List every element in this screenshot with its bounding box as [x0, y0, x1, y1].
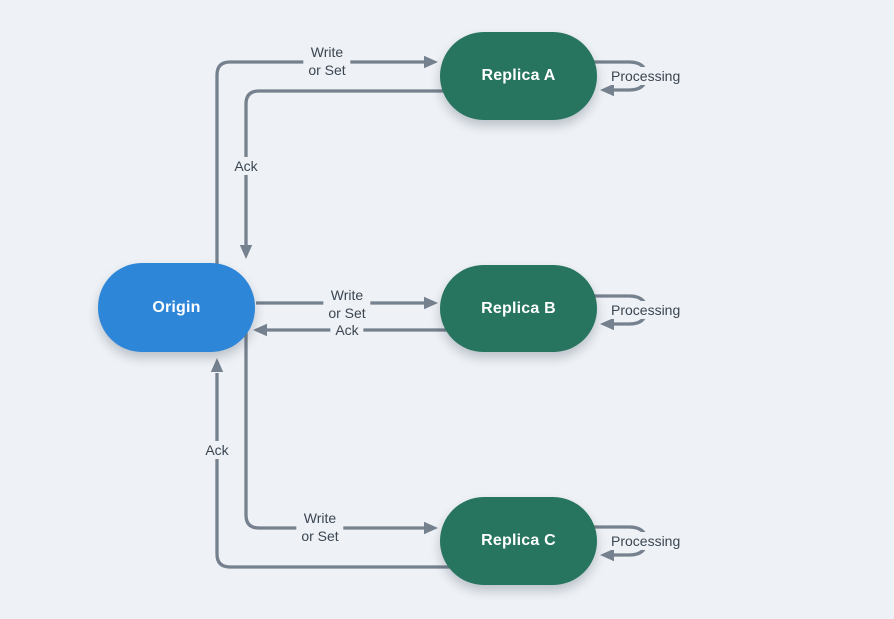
node-origin: Origin — [98, 263, 255, 352]
edge-label-ack-b: Ack — [330, 321, 364, 339]
edge-label-ack-c: Ack — [200, 441, 234, 459]
edge-label-line: Write — [310, 44, 344, 60]
edge-label-line: or Set — [308, 62, 346, 78]
node-label: Replica B — [481, 299, 556, 317]
edge-label-ack-a: Ack — [229, 157, 263, 175]
arrowhead-write-replica-b — [424, 296, 438, 310]
edge-label-write-or-set-b: Write or Set — [323, 286, 371, 322]
edge-label-line: Processing — [611, 533, 681, 549]
arrowhead-ack-origin-bottom — [210, 358, 224, 372]
edge-label-line: Write — [330, 287, 364, 303]
arrowhead-write-replica-a — [424, 55, 438, 69]
arrowhead-ack-origin-top — [239, 245, 253, 259]
edge-label-line: Processing — [611, 68, 681, 84]
edge-ack-replica-a-to-origin — [244, 89, 462, 246]
edge-label-write-or-set-c: Write or Set — [296, 509, 344, 545]
node-replica-a: Replica A — [440, 32, 597, 120]
edge-label-line: Ack — [205, 442, 229, 458]
arrowhead-processing-replica-a — [600, 83, 614, 97]
edge-label-line: Processing — [611, 302, 681, 318]
node-replica-b: Replica B — [440, 265, 597, 352]
arrowhead-ack-origin-right — [253, 323, 267, 337]
edge-label-line: Ack — [335, 322, 359, 338]
arrowhead-processing-replica-b — [600, 317, 614, 331]
edge-label-line: or Set — [301, 528, 339, 544]
edge-label-processing-b: Processing — [604, 301, 687, 319]
edge-ack-replica-c-to-origin — [215, 373, 520, 569]
edge-label-processing-a: Processing — [604, 67, 687, 85]
arrowhead-processing-replica-c — [600, 548, 614, 562]
edge-write-origin-to-replica-c — [244, 333, 425, 530]
edge-write-origin-to-replica-a — [215, 60, 425, 264]
edge-label-line: or Set — [328, 305, 366, 321]
edge-label-processing-c: Processing — [604, 532, 687, 550]
node-replica-c: Replica C — [440, 497, 597, 585]
node-label: Origin — [152, 298, 201, 316]
arrowhead-write-replica-c — [424, 521, 438, 535]
edge-label-write-or-set-a: Write or Set — [303, 43, 351, 79]
edge-label-line: Ack — [234, 158, 258, 174]
node-label: Replica A — [481, 67, 556, 84]
node-label: Replica C — [481, 532, 556, 549]
edge-label-line: Write — [303, 510, 337, 526]
